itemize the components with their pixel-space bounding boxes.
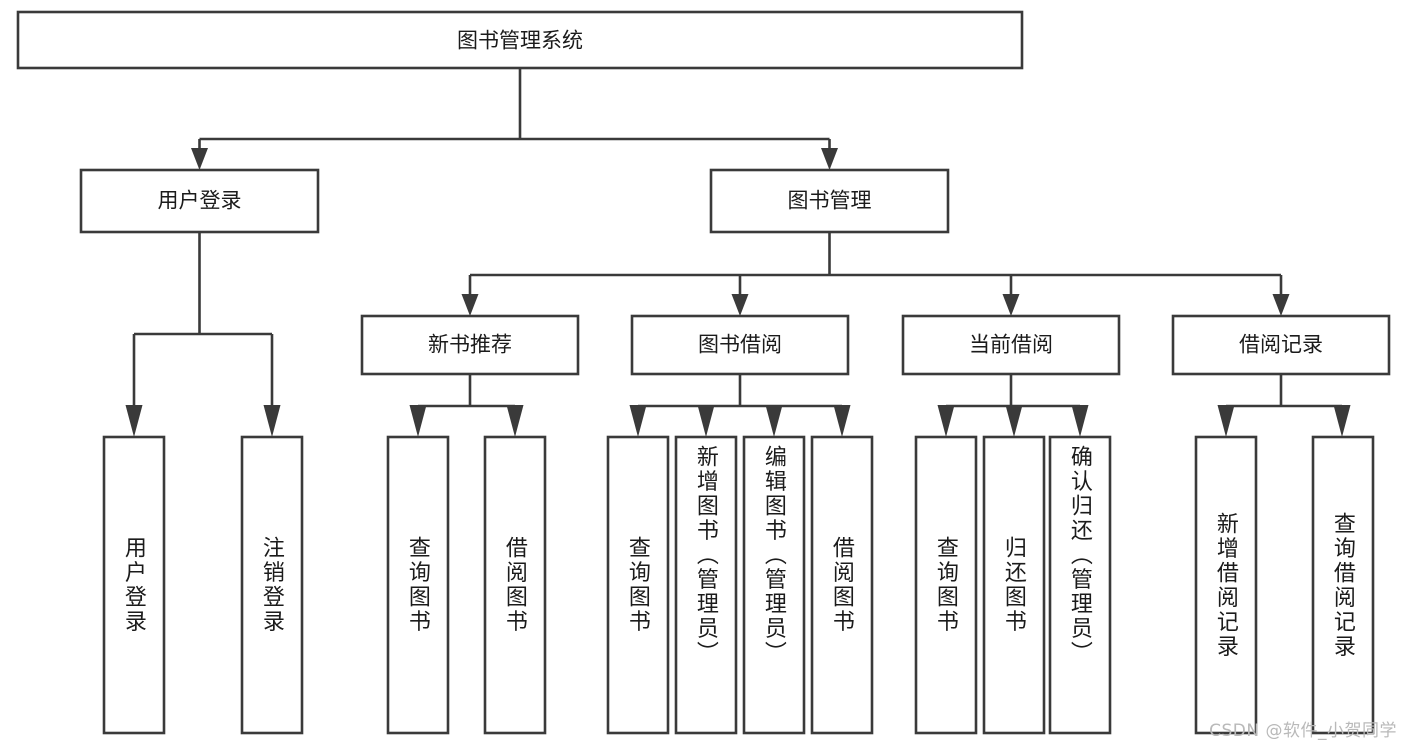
- node-book-management[interactable]: 图书管理: [709, 168, 950, 234]
- connector-group-current-borrow: [937, 374, 1089, 437]
- arrow-head-new-book-recommend: [461, 294, 479, 316]
- node-current-borrow-box[interactable]: [901, 314, 1121, 376]
- arrow-head-leaf-add-book-admin: [697, 405, 715, 437]
- arrow-head-leaf-return-book: [1005, 405, 1023, 437]
- node-current-borrow-label: 当前借阅: [969, 334, 1053, 357]
- arrow-head-leaf-borrow-book-2: [833, 405, 851, 437]
- connector-group-root: [191, 68, 838, 170]
- arrow-head-book-borrow: [731, 294, 749, 316]
- watermark-text: CSDN @软件_小贺同学: [1209, 721, 1397, 741]
- node-borrow-record-label: 借阅记录: [1239, 334, 1323, 357]
- arrow-head-leaf-user-login: [125, 405, 143, 437]
- node-book-borrow[interactable]: 图书借阅: [630, 314, 850, 376]
- connector-group-borrow-record: [1217, 374, 1351, 437]
- arrow-head-borrow-record: [1272, 294, 1290, 316]
- node-leaf-confirm-return-admin-box[interactable]: [1048, 435, 1112, 735]
- node-leaf-user-login-box[interactable]: [102, 435, 166, 735]
- node-leaf-query-book-1-box[interactable]: [386, 435, 450, 735]
- arrow-head-leaf-logout-login: [263, 405, 281, 437]
- leaf-boxes: [102, 435, 1375, 735]
- arrow-head-user-login: [191, 148, 208, 170]
- node-new-book-recommend-label: 新书推荐: [428, 334, 512, 357]
- node-user-login-label: 用户登录: [158, 190, 242, 213]
- node-leaf-query-borrow-record-box[interactable]: [1311, 435, 1375, 735]
- node-leaf-edit-book-admin-box[interactable]: [742, 435, 806, 735]
- connector-group-book-borrow: [629, 374, 851, 437]
- connector-group-new-book-recommend: [409, 374, 524, 437]
- node-root[interactable]: 图书管理系统: [16, 10, 1024, 70]
- node-leaf-add-borrow-record-box[interactable]: [1194, 435, 1258, 735]
- node-book-borrow-label: 图书借阅: [698, 334, 782, 357]
- arrow-head-leaf-confirm-return-admin: [1071, 405, 1089, 437]
- arrow-head-leaf-query-book-3: [937, 405, 955, 437]
- node-leaf-add-book-admin-box[interactable]: [674, 435, 738, 735]
- arrow-head-leaf-add-borrow-record: [1217, 405, 1235, 437]
- connector-group-user-login: [125, 232, 281, 437]
- node-root-label: 图书管理系统: [457, 30, 583, 53]
- arrow-head-leaf-query-book-2: [629, 405, 647, 437]
- node-book-management-box[interactable]: [709, 168, 950, 234]
- node-book-management-label: 图书管理: [788, 190, 872, 213]
- arrow-head-leaf-query-borrow-record: [1333, 405, 1351, 437]
- node-new-book-recommend-box[interactable]: [360, 314, 580, 376]
- arrow-head-current-borrow: [1002, 294, 1020, 316]
- arrow-head-leaf-query-book-1: [409, 405, 427, 437]
- node-root-box[interactable]: [16, 10, 1024, 70]
- arrow-head-leaf-edit-book-admin: [765, 405, 783, 437]
- node-leaf-query-book-3-box[interactable]: [914, 435, 978, 735]
- arrow-head-book-management: [821, 148, 838, 170]
- node-leaf-return-book-box[interactable]: [982, 435, 1046, 735]
- node-leaf-logout-login-box[interactable]: [240, 435, 304, 735]
- node-borrow-record-box[interactable]: [1171, 314, 1391, 376]
- node-user-login-box[interactable]: [79, 168, 320, 234]
- node-new-book-recommend[interactable]: 新书推荐: [360, 314, 580, 376]
- node-leaf-borrow-book-2-box[interactable]: [810, 435, 874, 735]
- connector-group-book-management: [461, 232, 1290, 316]
- arrow-head-leaf-borrow-book-1: [506, 405, 524, 437]
- node-leaf-borrow-book-1-box[interactable]: [483, 435, 547, 735]
- node-user-login[interactable]: 用户登录: [79, 168, 320, 234]
- node-current-borrow[interactable]: 当前借阅: [901, 314, 1121, 376]
- node-book-borrow-box[interactable]: [630, 314, 850, 376]
- node-leaf-query-book-2-box[interactable]: [606, 435, 670, 735]
- node-borrow-record[interactable]: 借阅记录: [1171, 314, 1391, 376]
